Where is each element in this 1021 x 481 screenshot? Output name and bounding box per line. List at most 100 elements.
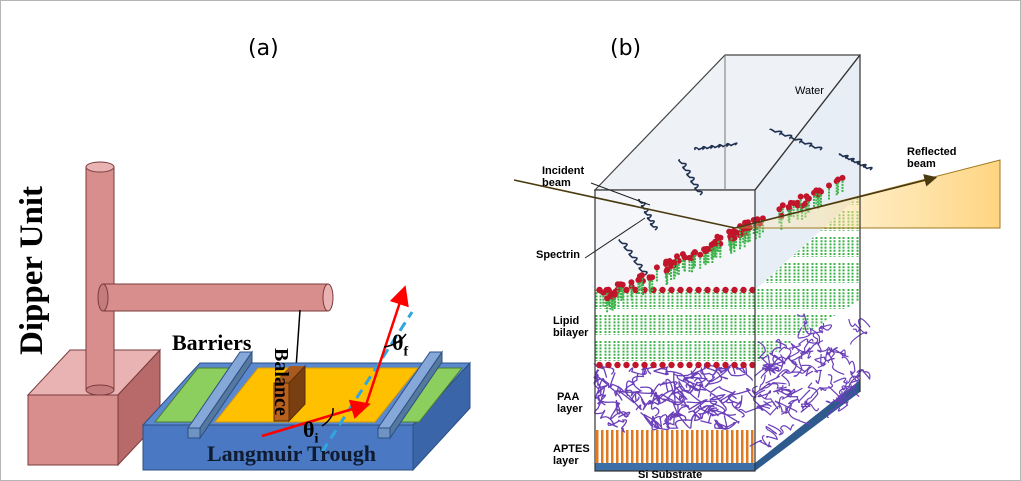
paa-coil (700, 366, 728, 383)
lipid-head (686, 361, 693, 369)
paa-coil (752, 382, 784, 394)
paa-coil (848, 318, 868, 345)
lipid-head (653, 264, 660, 271)
theta-i-arc (321, 407, 334, 427)
paa-coil (757, 390, 779, 410)
paa-coil (714, 415, 740, 430)
paa-coil (838, 369, 861, 397)
paa-coil (688, 408, 719, 422)
lipid-head (650, 286, 657, 294)
lipid-head (804, 195, 811, 202)
paa-coil (765, 369, 790, 387)
paa-coil (710, 408, 738, 422)
paa-coil (704, 366, 723, 388)
lipid-head (695, 286, 702, 294)
lipid-head (677, 286, 684, 294)
lipid-head (635, 276, 642, 283)
paa-coil (765, 426, 778, 441)
lipid-head (797, 193, 804, 200)
paa-coil (631, 365, 648, 386)
dipper-post (85, 161, 115, 396)
barriers-label: Barriers (172, 330, 252, 355)
spectrin-helix (637, 199, 658, 231)
paa-coil (773, 386, 792, 398)
lipid-head (728, 231, 735, 238)
paa-coil (662, 411, 684, 426)
lipid-head (722, 286, 729, 294)
theta-i-label: θi (303, 417, 319, 447)
paa-coil (827, 385, 843, 403)
lipid-head (713, 361, 720, 369)
lipid-head (686, 254, 693, 261)
reflected-beam-line (734, 174, 938, 229)
lipid-head (596, 361, 603, 369)
lipid-head (776, 206, 783, 213)
box-top-edge (754, 54, 861, 191)
paa-coil (757, 340, 773, 379)
paa-coil (609, 372, 625, 398)
spectrin-helix (838, 153, 873, 171)
lipid-head (695, 361, 702, 369)
spectrin-helix (694, 142, 738, 151)
lipid-head (641, 361, 648, 369)
paa-coil (653, 366, 669, 376)
paa-coil (667, 391, 687, 422)
theta-f-label: θf (392, 330, 409, 360)
paa-coil (778, 346, 798, 374)
lipid-head (619, 281, 626, 288)
paa-coil (650, 391, 661, 417)
lipid-head (713, 286, 720, 294)
paa-coil (790, 338, 814, 353)
incident-beam-line (513, 179, 736, 229)
paa-coil (623, 389, 644, 402)
lipid-head (604, 295, 611, 302)
paa-coil (756, 396, 785, 416)
lipid-head (704, 361, 711, 369)
lipid-head (646, 274, 653, 281)
paa-coil (781, 389, 811, 415)
paa-coil (640, 412, 661, 431)
lipid-head (611, 291, 618, 298)
aptes-layer-band (595, 430, 755, 463)
lipid-head (691, 249, 698, 256)
aptes-layer-label: APTES layer (553, 443, 590, 467)
spectrin-helix (618, 239, 648, 276)
lipid-head (628, 279, 635, 286)
lipid-head (722, 361, 729, 369)
paa-coil (818, 323, 833, 334)
si-substrate-band (595, 463, 755, 471)
incident-beam-a (261, 399, 371, 438)
lipid-bilayer-label: Lipid bilayer (553, 315, 589, 339)
lipid-head (600, 289, 607, 296)
dipper-base (26, 348, 162, 467)
paa-coil (790, 360, 812, 372)
lipid-head (668, 286, 675, 294)
paa-coil (767, 423, 795, 436)
lipid-head (749, 361, 756, 369)
lipid-head (839, 174, 846, 181)
lipid-head (708, 241, 715, 248)
paa-coil (839, 351, 856, 376)
paa-coil (681, 370, 699, 382)
lipid-head (659, 286, 666, 294)
lipid-head (664, 266, 671, 273)
paa-coil (799, 339, 824, 359)
lipid-head (638, 272, 645, 279)
lipid-head (671, 259, 677, 266)
balance-label: Balance (270, 348, 292, 416)
lipid-head (632, 361, 639, 369)
panel-a-label: (a) (248, 36, 279, 61)
paa-coil (759, 374, 787, 391)
balance-plate (273, 364, 306, 423)
paa-coil (666, 407, 715, 429)
paa-coil (797, 327, 821, 346)
lipid-head (659, 361, 666, 369)
paa-coil (685, 381, 707, 392)
paa-coil (826, 347, 845, 375)
dipper-arm (97, 283, 334, 312)
paa-coil (628, 366, 657, 375)
paa-coil (753, 389, 775, 411)
paa-coil (814, 353, 831, 367)
paa-coil (709, 393, 737, 416)
